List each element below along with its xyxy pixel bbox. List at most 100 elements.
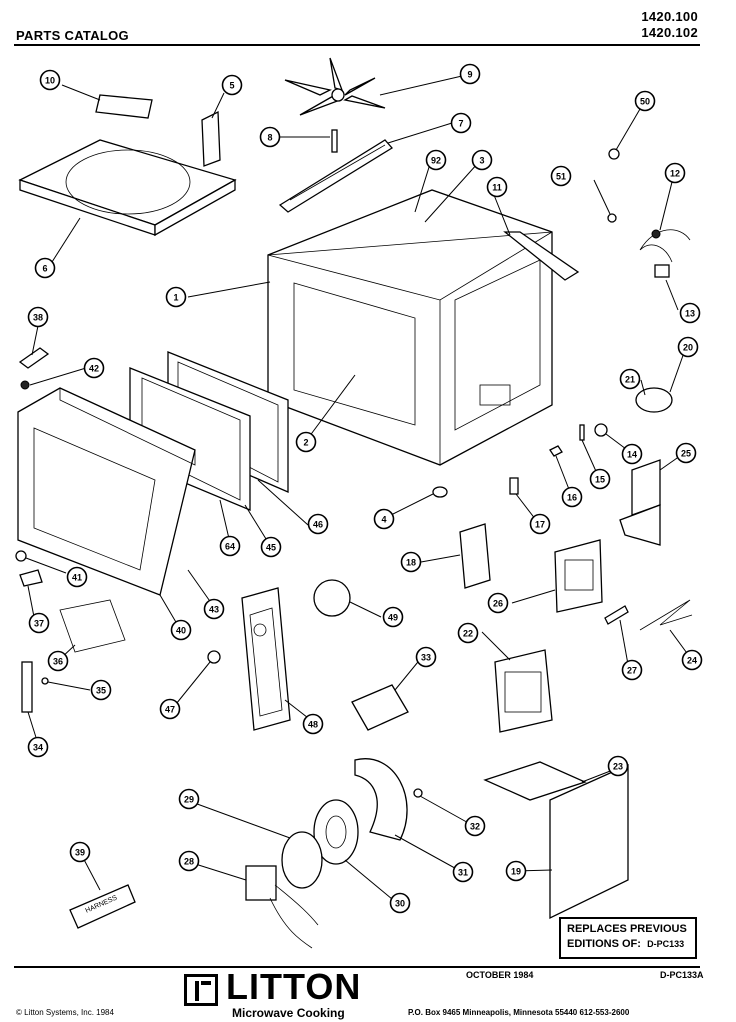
part-26-transformer (554, 539, 603, 613)
part-49-motor (313, 579, 351, 617)
callout-circle (295, 431, 317, 453)
callout-circle (382, 606, 404, 628)
callout-25: 25 (675, 442, 697, 464)
part-4-grommet (432, 486, 448, 498)
callout-number: 12 (670, 169, 680, 179)
callout-number: 14 (627, 450, 637, 460)
part-25-bracket (619, 459, 661, 546)
callout-circle (634, 90, 656, 112)
part-27-clip (604, 605, 629, 625)
callout-circle (621, 443, 643, 465)
callout-number: 43 (209, 605, 219, 615)
publication-number: D-PC133A (660, 970, 704, 980)
callout-circle (178, 850, 200, 872)
callout-number: 45 (266, 543, 276, 553)
callout-circle (550, 165, 572, 187)
callout-50: 50 (634, 90, 656, 112)
callout-circle (221, 74, 243, 96)
callout-number: 36 (53, 657, 63, 667)
callout-29: 29 (178, 788, 200, 810)
replaces-line-2-label: EDITIONS OF: (567, 938, 641, 950)
part-48-control-panel (241, 587, 291, 731)
callout-circle (219, 535, 241, 557)
callout-43: 43 (203, 598, 225, 620)
callout-circle (66, 566, 88, 588)
callout-number: 21 (625, 375, 635, 385)
litton-logo-icon (184, 974, 218, 1006)
callout-circle (486, 176, 508, 198)
callout-circle (679, 302, 701, 324)
callout-number: 27 (627, 666, 637, 676)
callout-number: 13 (685, 309, 695, 319)
callout-circle (203, 598, 225, 620)
callout-number: 1 (173, 293, 178, 303)
part-51-nut (607, 213, 617, 223)
part-7-rail (278, 139, 393, 213)
part-37-lug (19, 569, 43, 587)
callout-circle (159, 698, 181, 720)
replaces-line-2: EDITIONS OF: D-PC133 (567, 937, 689, 952)
model-number-2: 1420.102 (641, 25, 698, 40)
part-39-harness-pack: HARNESS (69, 884, 136, 929)
callout-3: 3 (471, 149, 493, 171)
callout-number: 51 (556, 172, 566, 182)
model-number-1: 1420.100 (641, 9, 698, 24)
callout-number: 17 (535, 520, 545, 530)
callout-7: 7 (450, 112, 472, 134)
callout-number: 10 (45, 76, 55, 86)
callout-circle (415, 646, 437, 668)
brand-tagline: Microwave Cooking (232, 1006, 345, 1020)
callout-64: 64 (219, 535, 241, 557)
part-38-bracket (18, 347, 50, 369)
callout-33: 33 (415, 646, 437, 668)
part-40-door (17, 387, 196, 596)
callout-number: 33 (421, 653, 431, 663)
callout-number: 30 (395, 899, 405, 909)
callout-40: 40 (170, 619, 192, 641)
callout-number: 28 (184, 857, 194, 867)
callout-46: 46 (307, 513, 329, 535)
callout-number: 24 (687, 656, 697, 666)
callout-circle (90, 679, 112, 701)
callout-circle (471, 149, 493, 171)
callout-9: 9 (459, 63, 481, 85)
callout-circle (487, 592, 509, 614)
company-address: P.O. Box 9465 Minneapolis, Minnesota 554… (408, 1008, 630, 1017)
part-16-block (549, 445, 563, 457)
callout-34: 34 (27, 736, 49, 758)
callout-4: 4 (373, 508, 395, 530)
callout-number: 26 (493, 599, 503, 609)
part-15-pin (579, 424, 585, 441)
callout-23: 23 (607, 755, 629, 777)
callout-circle (452, 861, 474, 883)
part-6-base-plate (18, 139, 237, 237)
callout-number: 9 (467, 70, 472, 80)
callout-circle (307, 513, 329, 535)
callout-number: 50 (640, 97, 650, 107)
callout-circle (505, 860, 527, 882)
callout-19: 19 (505, 860, 527, 882)
callout-number: 40 (176, 626, 186, 636)
callout-circle (457, 622, 479, 644)
replaces-box: REPLACES PREVIOUS EDITIONS OF: D-PC133 (559, 917, 697, 959)
part-13-connector (654, 264, 670, 278)
callout-number: 49 (388, 613, 398, 623)
part-33-plate (351, 684, 409, 731)
part-41-washer (15, 550, 27, 562)
callout-circle (389, 892, 411, 914)
callout-22: 22 (457, 622, 479, 644)
part-9-stirrer-fan (284, 57, 386, 116)
callout-27: 27 (621, 659, 643, 681)
callout-number: 34 (33, 743, 43, 753)
callout-number: 19 (511, 867, 521, 877)
callout-number: 42 (89, 364, 99, 374)
callout-20: 20 (677, 336, 699, 358)
callout-number: 92 (431, 156, 441, 166)
callout-47: 47 (159, 698, 181, 720)
callout-circle (34, 257, 56, 279)
part-8-screw (331, 129, 338, 153)
part-32-screw (413, 788, 423, 798)
part-18-interlock (459, 523, 491, 589)
callout-21: 21 (619, 368, 641, 390)
